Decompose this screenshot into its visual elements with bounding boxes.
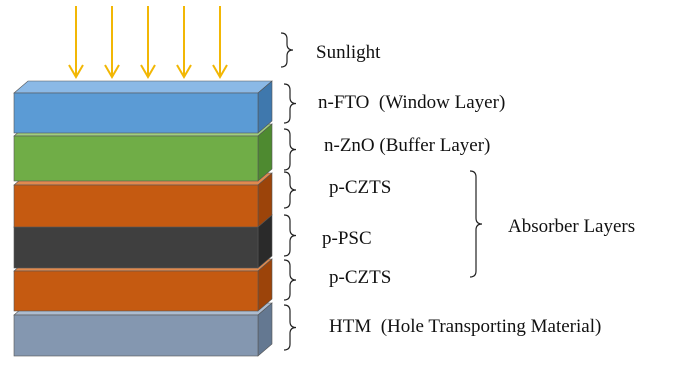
braces — [280, 32, 483, 351]
sunlight-arrow-4 — [176, 6, 192, 79]
layer-role-zno: (Buffer Layer) — [379, 135, 491, 156]
layer-label-czts-top: p-CZTS — [329, 177, 392, 198]
sunlight-arrow-1 — [68, 6, 84, 79]
layer-name-fto: n-FTO — [318, 92, 370, 113]
sunlight-arrow-5 — [212, 6, 228, 79]
sunlight-arrow-2 — [104, 6, 120, 79]
psc-brace — [283, 214, 297, 257]
sunlight-arrow-3 — [140, 6, 156, 79]
layer-label-fto: n-FTO (Window Layer) — [318, 93, 505, 112]
sunlight-label: Sunlight — [316, 42, 381, 63]
layer-label-psc: p-PSC — [322, 228, 372, 249]
absorber-layers-label: Absorber Layers — [508, 216, 636, 237]
layer-name-zno: n-ZnO — [324, 135, 375, 156]
sunlight-brace — [280, 32, 294, 68]
zno-brace — [283, 128, 297, 171]
fto-brace — [283, 83, 297, 124]
layer-role-htm: (Hole Transporting Material) — [380, 316, 602, 337]
absorber-brace — [469, 170, 483, 278]
layer-name-htm: HTM — [329, 316, 372, 337]
layer-fto — [13, 80, 273, 134]
sunlight-arrows — [68, 6, 228, 79]
czts-bottom-brace — [283, 259, 297, 301]
layer-stack — [13, 80, 273, 357]
layer-label-htm: HTM (Hole Transporting Material) — [329, 317, 601, 336]
czts-top-brace — [283, 171, 297, 209]
layer-label-zno: n-ZnO (Buffer Layer) — [324, 136, 490, 155]
layer-label-czts-bottom: p-CZTS — [329, 267, 392, 288]
htm-brace — [283, 304, 297, 351]
layer-role-fto: (Window Layer) — [378, 92, 506, 113]
